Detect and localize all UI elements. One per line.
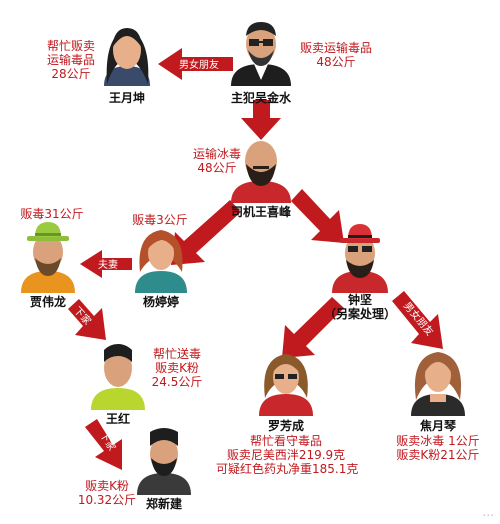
note-line: 48公斤 (316, 54, 356, 69)
note-line: 运输毒品 (46, 52, 95, 67)
note-line: 帮忙贩卖 (46, 39, 95, 53)
avatar-wujinshui (231, 22, 291, 86)
name-wanghong: 王红 (105, 412, 130, 426)
arrow-jia-to-wanghong (68, 299, 106, 340)
note-line: 贩卖K粉 (85, 479, 129, 493)
arrow-wanghong-to-zheng (85, 419, 122, 470)
note-zhengxinjian: 贩卖K粉 10.32公斤 (72, 479, 142, 508)
name-wangyuekun: 王月坤 (108, 91, 145, 105)
note-wanghong: 帮忙送毒 贩卖K粉 24.5公斤 (140, 347, 214, 389)
avatar-jiaoyueqin (411, 352, 465, 416)
avatar-zhongjian (332, 224, 388, 293)
name-wangxifeng: 司机王喜峰 (230, 205, 291, 219)
note-line: 贩卖K粉21公斤 (396, 447, 480, 462)
note-jiaoyueqin: 贩卖冰毒 1公斤 贩卖K粉21公斤 (388, 434, 488, 463)
note-luofangcheng: 帮忙看守毒品 贩卖尼美西泮219.9克 可疑红色药丸净重185.1克 (216, 434, 359, 476)
name-zhengxinjian: 郑新建 (145, 497, 182, 511)
watermark: ... (482, 505, 494, 519)
name-luofangcheng: 罗芳成 (267, 419, 304, 433)
arrow-yang-to-jia (80, 250, 132, 278)
note-line: 贩卖冰毒 1公斤 (396, 434, 480, 448)
name-jiaweilong: 贾伟龙 (29, 295, 66, 309)
note-line: 24.5公斤 (151, 374, 203, 389)
note-line: 贩卖尼美西泮219.9克 (226, 447, 346, 462)
avatar-wangxifeng (231, 141, 291, 203)
name-wujinshui: 主犯吴金水 (230, 91, 291, 105)
name-zhongjian-sub: （另案处理） (323, 306, 396, 321)
name-zhongjian-main: 钟坚 (347, 293, 372, 307)
note-line: 28公斤 (51, 66, 91, 81)
avatar-yangtingting (135, 230, 187, 293)
note-line: 帮忙看守毒品 (249, 434, 322, 448)
avatar-jiaweilong (21, 222, 75, 293)
note-yangtingting: 贩毒3公斤 (122, 213, 198, 228)
note-line: 贩毒31公斤 (20, 207, 84, 221)
arrow-zhong-to-luo (282, 297, 344, 358)
note-line: 运输冰毒 (192, 147, 241, 161)
note-line: 可疑红色药丸净重185.1克 (216, 461, 359, 476)
note-line: 贩卖K粉 (155, 360, 199, 375)
avatar-wanghong (91, 344, 145, 410)
arrow-wu-to-wangxifeng (241, 100, 281, 140)
relation-label-jia-yang: 夫妻 (98, 258, 118, 271)
note-wangxifeng: 运输冰毒 48公斤 (186, 147, 248, 176)
name-yangtingting: 杨婷婷 (142, 295, 179, 309)
relation-label-wu-wang: 男女朋友 (179, 58, 219, 71)
arrow-zhong-to-jiao (392, 291, 443, 349)
note-line: 贩卖运输毒品 (299, 41, 372, 55)
arrow-wangxifeng-to-yangtingting (171, 200, 241, 265)
avatar-wangyuekun (104, 28, 150, 86)
arrow-wu-to-wangyuekun (158, 48, 233, 80)
note-wujinshui: 贩卖运输毒品 48公斤 (286, 41, 386, 70)
note-line: 帮忙送毒 (152, 347, 201, 361)
name-zhongjian: 钟坚 （另案处理） (320, 293, 400, 322)
note-wangyuekun: 帮忙贩卖 运输毒品 28公斤 (40, 39, 102, 81)
name-jiaoyueqin: 焦月琴 (419, 419, 456, 433)
arrow-wangxifeng-to-zhongjian (291, 189, 344, 243)
note-line: 10.32公斤 (77, 492, 137, 507)
note-line: 48公斤 (197, 160, 237, 175)
avatar-luofangcheng (259, 354, 313, 416)
note-line: 贩毒3公斤 (132, 213, 188, 227)
note-jiaweilong: 贩毒31公斤 (14, 207, 90, 222)
avatar-zhengxinjian (137, 428, 191, 495)
